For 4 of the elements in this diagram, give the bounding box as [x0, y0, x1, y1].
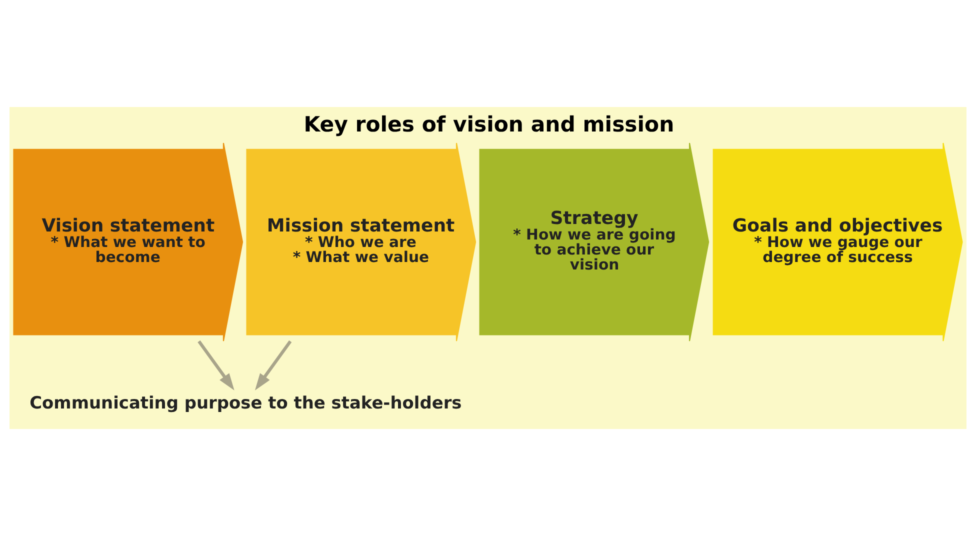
- arrow: [254, 340, 292, 390]
- diagram-title: Key roles of vision and mission: [303, 110, 674, 136]
- arrow: [197, 340, 234, 390]
- node-text: Communicating purpose to the stake-holders: [29, 392, 462, 412]
